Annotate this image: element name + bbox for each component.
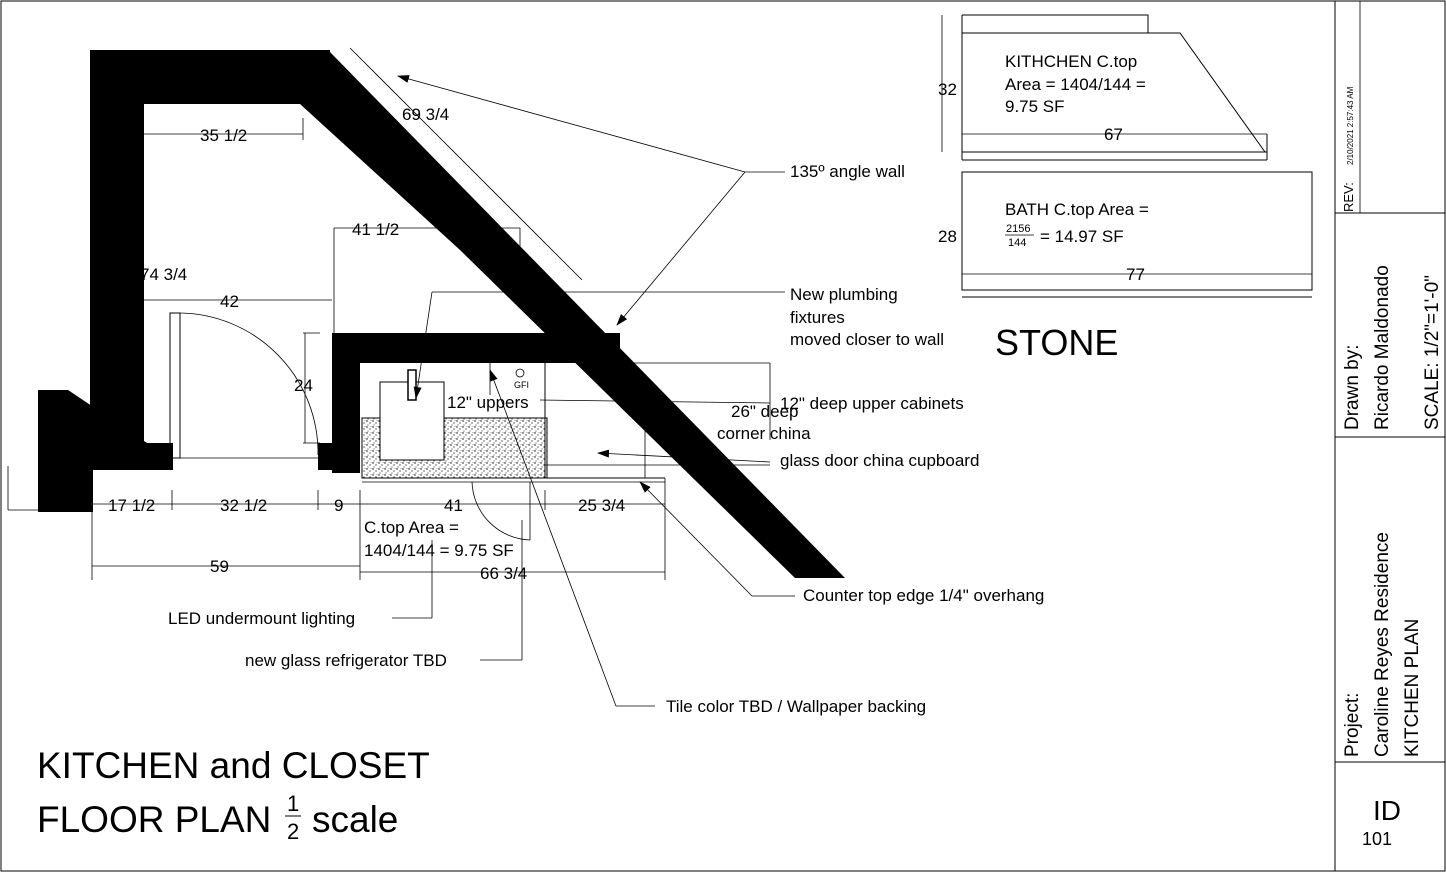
- kitchen-ctop-line-3: 9.75 SF: [1005, 97, 1065, 116]
- title-fraction-num: 1: [287, 791, 299, 816]
- callout-upper-cabinets: 12" deep upper cabinets: [780, 394, 964, 413]
- dimension-lines: [7, 47, 666, 580]
- title-block: REV: 2/10/2021 2:57:43 AM Drawn by: Rica…: [1334, 1, 1445, 871]
- bath-frac-num: 2156: [1006, 223, 1030, 235]
- callout-ctop-area-1: C.top Area =: [364, 518, 459, 537]
- callout-corner-china-1: 26" deep: [731, 402, 799, 421]
- gfi-label: GFI: [514, 380, 529, 390]
- bath-ctop-line-2: = 14.97 SF: [1040, 227, 1124, 246]
- dim-25-3-4: 25 3/4: [578, 496, 625, 515]
- title-fraction-den: 2: [287, 819, 299, 844]
- project-label: Project:: [1342, 693, 1363, 757]
- dim-69-3-4: 69 3/4: [402, 105, 449, 124]
- callout-plumbing-3: moved closer to wall: [790, 330, 944, 349]
- callout-led: LED undermount lighting: [168, 609, 355, 628]
- wall-closet-foot: [318, 443, 360, 470]
- rev-date: 2/10/2021 2:57:43 AM: [1346, 86, 1355, 165]
- kitchen-ctop-line-2: Area = 1404/144 =: [1005, 75, 1146, 94]
- wall-diagonal: [300, 50, 845, 578]
- dim-59: 59: [210, 557, 229, 576]
- kitchen-ctop-line-1: KITHCHEN C.top: [1005, 52, 1137, 71]
- counter: [361, 362, 771, 541]
- dim-12-uppers: 12" uppers: [447, 393, 529, 412]
- drawing-title: KITCHEN and CLOSET FLOOR PLAN 1 2 scale: [37, 745, 430, 844]
- dim-9: 9: [334, 496, 343, 515]
- dim-66-3-4: 66 3/4: [480, 564, 527, 583]
- dim-24: 24: [294, 376, 313, 395]
- callout-plumbing-1: New plumbing: [790, 285, 898, 304]
- title-line-2: FLOOR PLAN: [37, 799, 271, 840]
- kitchen-width: 67: [1104, 125, 1123, 144]
- callout-labels: 135º angle wall New plumbing fixtures mo…: [168, 162, 1044, 716]
- dim-41-1-2: 41 1/2: [352, 220, 399, 239]
- wall-top: [90, 50, 330, 104]
- dim-35-1-2: 35 1/2: [200, 126, 247, 145]
- title-line-1: KITCHEN and CLOSET: [37, 745, 430, 786]
- callout-corner-china-2: corner china: [717, 424, 811, 443]
- wall-left-bevel: [38, 390, 150, 445]
- title-suffix: scale: [312, 799, 398, 840]
- faucet: [407, 369, 417, 401]
- sheet-title: KITCHEN PLAN: [1402, 619, 1423, 757]
- dim-17-1-2: 17 1/2: [108, 496, 155, 515]
- callout-angle-wall: 135º angle wall: [790, 162, 905, 181]
- dim-74-3-4: 74 3/4: [140, 265, 187, 284]
- dim-32-1-2: 32 1/2: [220, 496, 267, 515]
- callout-tile: Tile color TBD / Wallpaper backing: [666, 697, 926, 716]
- callout-plumbing-2: fixtures: [790, 308, 845, 327]
- door-swing: [179, 312, 319, 456]
- callout-ctop-area-2: 1404/144 = 9.75 SF: [364, 541, 514, 560]
- sheet-number: 101: [1362, 829, 1392, 849]
- callout-overhang: Counter top edge 1/4" overhang: [803, 586, 1044, 605]
- wall-bottom-left: [38, 443, 173, 470]
- wall-corner-block: [38, 470, 93, 512]
- wall-closet-top: [332, 333, 620, 363]
- rev-label: REV:: [1341, 182, 1356, 212]
- bath-width: 77: [1126, 265, 1145, 284]
- door: [169, 312, 319, 459]
- bath-ctop-line-1: BATH C.top Area =: [1005, 200, 1149, 219]
- project-name: Caroline Reyes Residence: [1372, 532, 1393, 757]
- callout-glass-door: glass door china cupboard: [780, 451, 979, 470]
- walls: [38, 50, 845, 578]
- dim-42: 42: [220, 292, 239, 311]
- drawn-by-label: Drawn by:: [1342, 344, 1363, 430]
- scale-label: SCALE: 1/2"=1'-0": [1422, 275, 1443, 430]
- callout-fridge: new glass refrigerator TBD: [245, 651, 447, 670]
- door-leaf: [169, 312, 181, 459]
- bath-depth: 28: [938, 227, 957, 246]
- drawn-by-name: Ricardo Maldonado: [1372, 265, 1393, 430]
- dimension-labels: 35 1/2 69 3/4 41 1/2 74 3/4 42 24 17 1/2…: [108, 105, 625, 583]
- stone-label: STONE: [995, 322, 1118, 363]
- leader-lines: [392, 75, 795, 707]
- wall-left: [90, 50, 144, 445]
- sheet-id: ID: [1373, 795, 1401, 826]
- kitchen-depth: 32: [938, 80, 957, 99]
- dim-41: 41: [444, 496, 463, 515]
- stone-detail: KITHCHEN C.top Area = 1404/144 = 9.75 SF…: [938, 14, 1313, 363]
- bath-frac-den: 144: [1008, 237, 1026, 249]
